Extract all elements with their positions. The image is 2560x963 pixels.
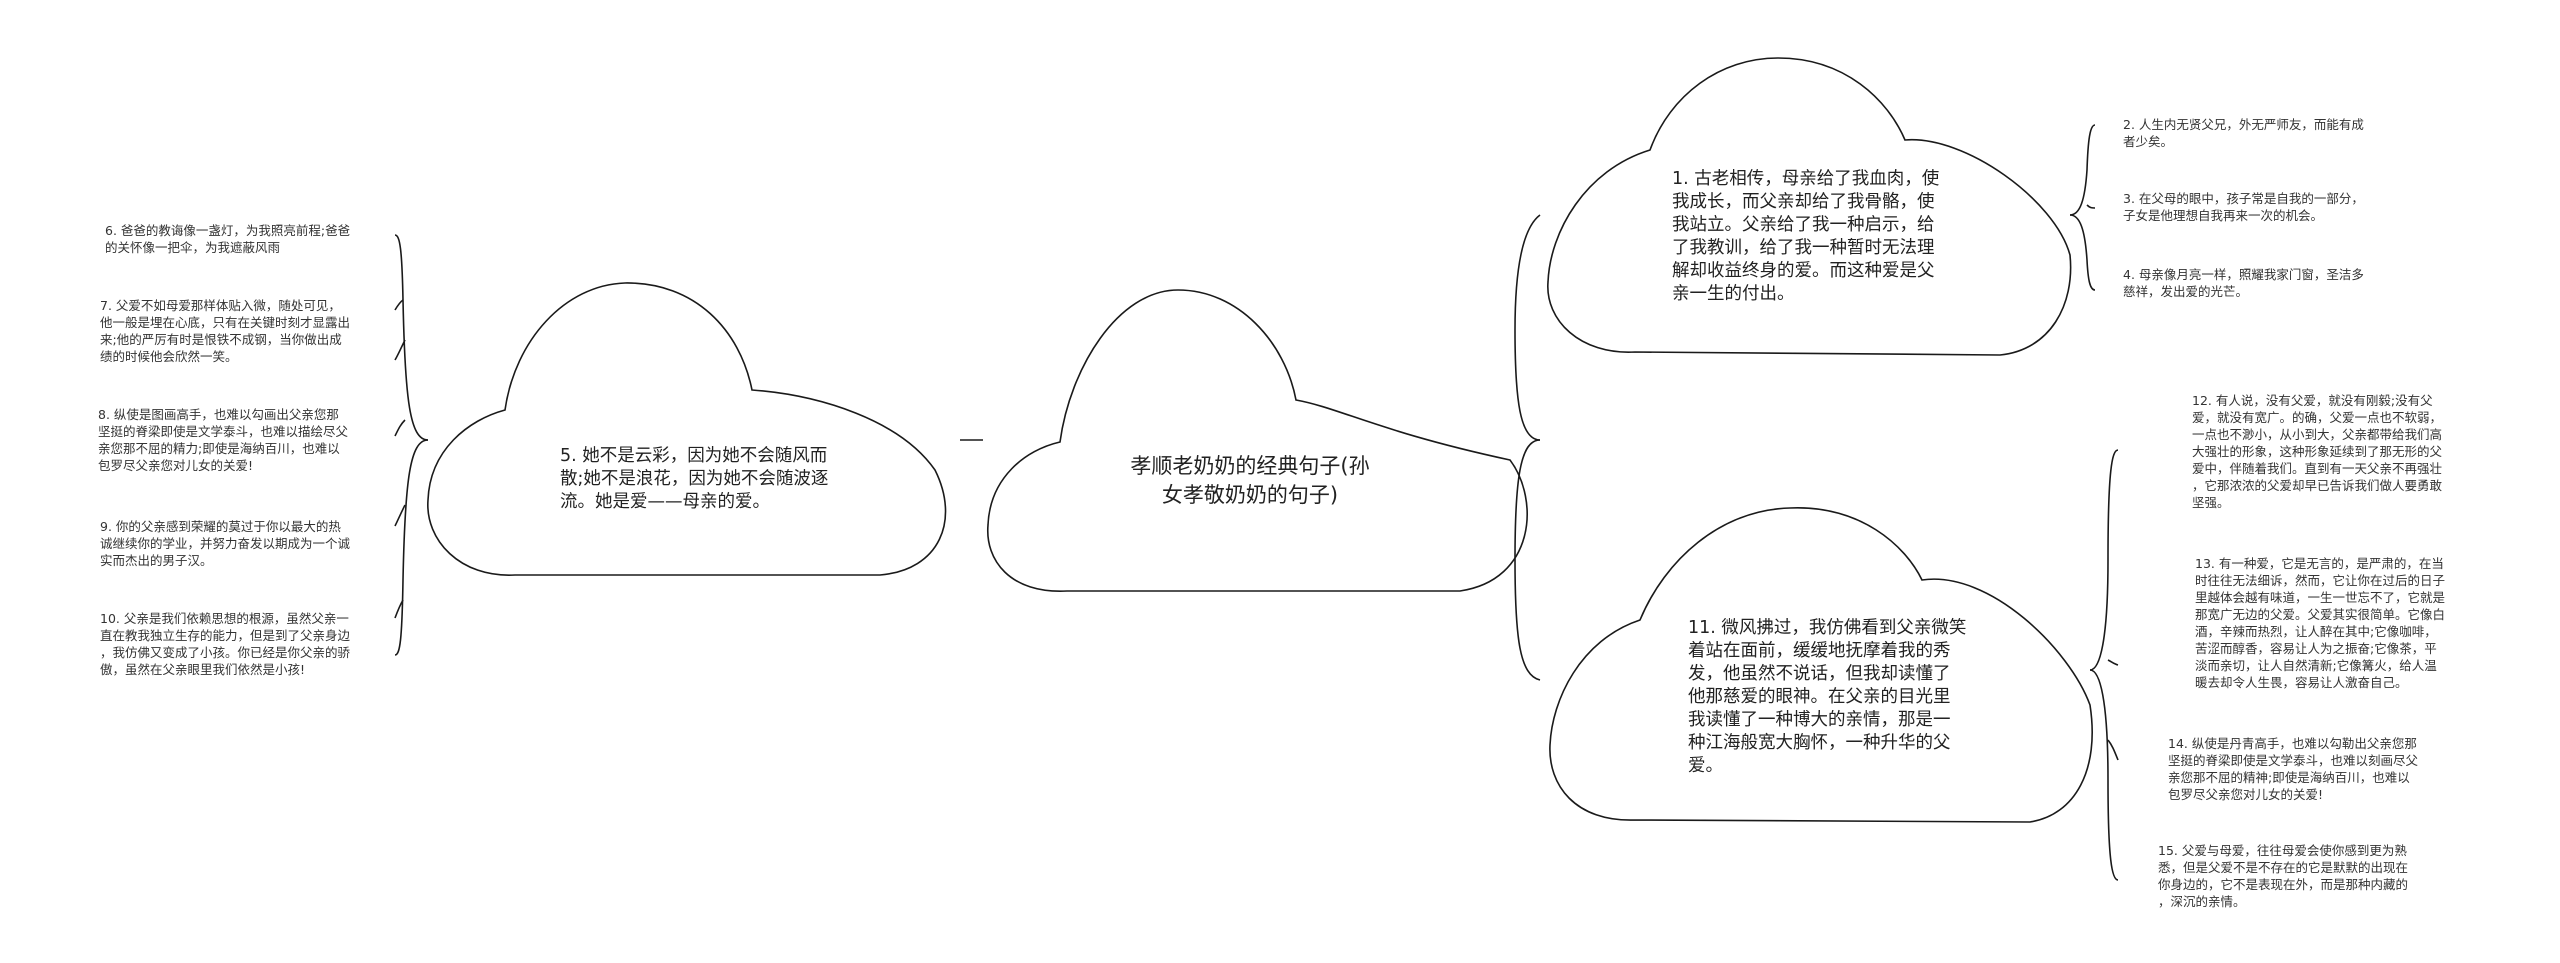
- bottom-leaf-12: 12. 有人说，没有父爱，就没有刚毅;没有父 爱，就没有宽广。的确，父爱一点也不…: [2192, 393, 2443, 510]
- top-leaf-3: 3. 在父母的眼中，孩子常是自我的一部分， 子女是他理想自我再来一次的机会。: [2123, 191, 2364, 223]
- left-leaf-10: 10. 父亲是我们依赖思想的根源，虽然父亲一 直在教我独立生存的能力，但是到了父…: [100, 611, 351, 677]
- top-cloud-shape: [1547, 57, 2072, 356]
- bottom-leaf-14: 14. 纵使是丹青高手，也难以勾勒出父亲您那 坚挺的脊梁即使是文学泰斗，也难以刻…: [2168, 736, 2419, 802]
- left-leaf-7: 7. 父爱不如母爱那样体贴入微，随处可见， 他一般是埋在心底，只有在关键时刻才显…: [100, 298, 351, 364]
- top-cloud-text: 1. 古老相传，母亲给了我血肉，使 我成长，而父亲却给了我骨骼，使 我站立。父亲…: [1672, 169, 1940, 304]
- top-leaf-2: 2. 人生内无贤父兄，外无严师友，而能有成 者少矣。: [2123, 117, 2364, 149]
- bottom-leaf-15: 15. 父爱与母爱，往往母爱会使你感到更为熟 悉，但是父爱不是不存在的它是默默的…: [2158, 843, 2409, 909]
- bottom-leaf-13: 13. 有一种爱，它是无言的，是严肃的，在当 时往往无法细诉，然而，它让你在过后…: [2195, 556, 2446, 690]
- top-leaf-4: 4. 母亲像月亮一样，照耀我家门窗，圣洁多 慈祥，发出爱的光芒。: [2123, 267, 2364, 299]
- bottom-cloud-shape: [1549, 507, 2093, 823]
- left-leaf-6: 6. 爸爸的教诲像一盏灯，为我照亮前程;爸爸 的关怀像一把伞，为我遮蔽风雨: [105, 223, 351, 255]
- left-leaf-9: 9. 你的父亲感到荣耀的莫过于你以最大的热 诚继续你的学业，并努力奋发以期成为一…: [100, 519, 351, 568]
- left-cloud-text: 5. 她不是云彩，因为她不会随风而 散;她不是浪花，因为她不会随波逐 流。她是爱…: [560, 446, 829, 512]
- bottom-cloud-text: 11. 微风拂过，我仿佛看到父亲微笑 着站在面前，缓缓地抚摩着我的秀 发，他虽然…: [1688, 618, 1967, 776]
- left-leaf-8: 8. 纵使是图画高手，也难以勾画出父亲您那 坚挺的脊梁即使是文学泰斗，也难以描绘…: [98, 407, 349, 473]
- central-topic: 孝顺老奶奶的经典句子(孙 女孝敬奶奶的句子): [1130, 454, 1370, 507]
- central-cloud-shape: [987, 289, 1528, 592]
- left-cloud-shape: [427, 282, 947, 576]
